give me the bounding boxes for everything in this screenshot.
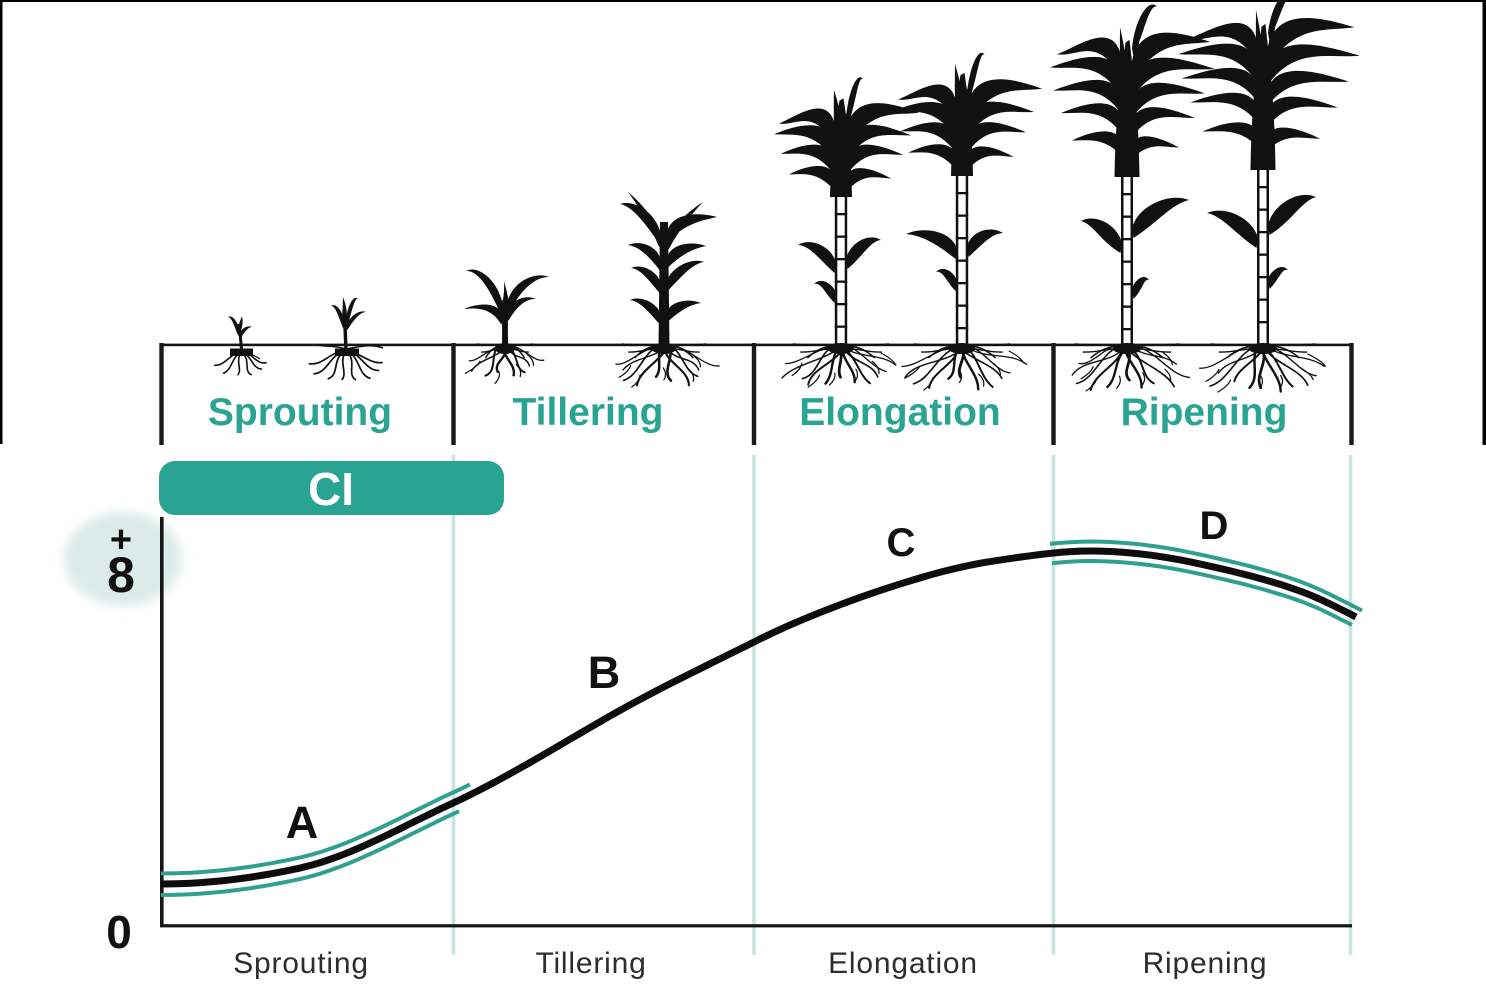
svg-text:C: C [887,521,916,565]
svg-text:D: D [1200,504,1229,548]
svg-text:Ripening: Ripening [1143,947,1268,980]
svg-text:0: 0 [106,906,132,958]
svg-text:A: A [286,797,319,848]
svg-text:Elongation: Elongation [828,947,978,980]
svg-text:B: B [588,647,621,698]
svg-text:8: 8 [107,547,135,603]
svg-text:Elongation: Elongation [799,391,1000,434]
svg-text:CI: CI [308,463,354,515]
svg-text:Tillering: Tillering [513,391,664,434]
svg-text:Sprouting: Sprouting [208,391,392,434]
svg-text:Ripening: Ripening [1121,391,1288,434]
svg-text:Tillering: Tillering [535,947,646,980]
svg-text:Sprouting: Sprouting [233,947,369,980]
